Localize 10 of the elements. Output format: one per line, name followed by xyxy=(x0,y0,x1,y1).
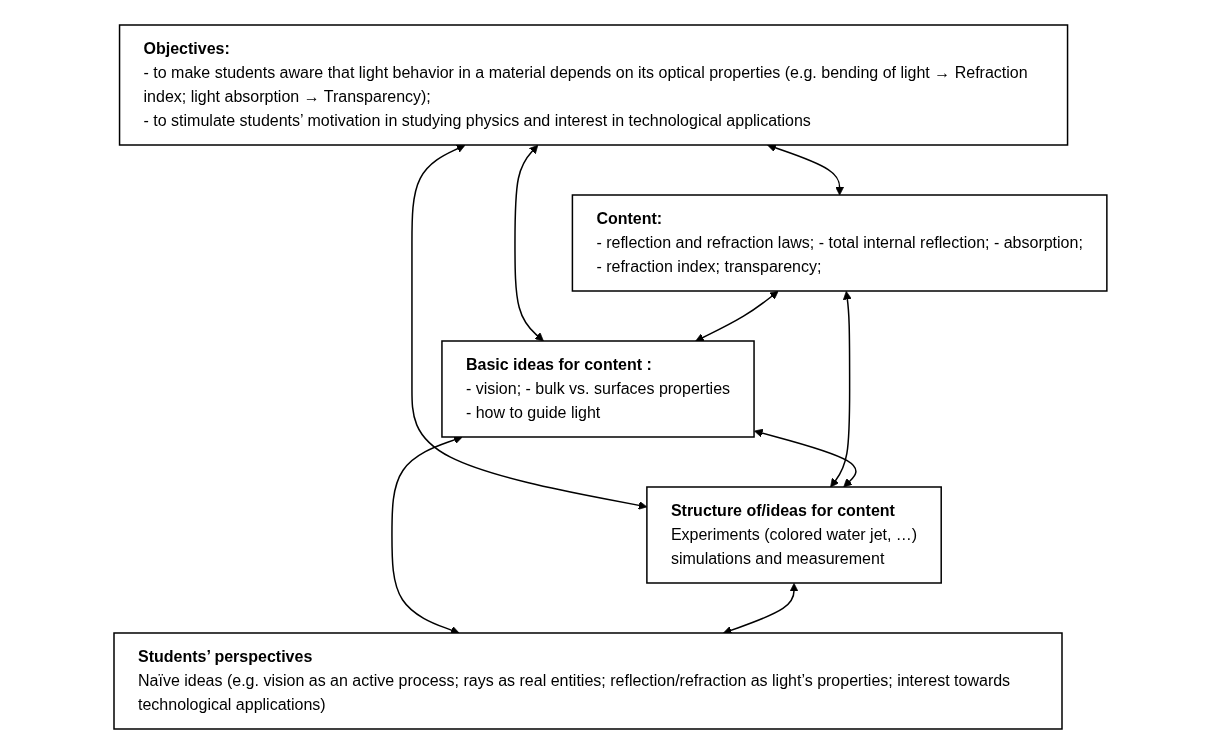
node-box: Students’ perspectives Naïve ideas (e.g. vision as an active process; rays as real entities; reflection/refraction as light’s properties; interest towards technological applications) xyxy=(113,632,1063,730)
arrow xyxy=(514,144,544,342)
arrow xyxy=(723,583,799,635)
node-box: Basic ideas for content : - vision; - bulk vs. surfaces properties - how to guide light xyxy=(441,340,755,438)
arrow xyxy=(754,428,857,488)
arrow xyxy=(830,291,852,488)
arrow xyxy=(695,290,779,342)
node-box: Structure of/ideas for content Experiments (colored water jet, …) simulations and measurement xyxy=(646,486,942,584)
node-box: Content: - reflection and refraction laws; - total internal reflection; - absorption; - refraction index; transparency; xyxy=(571,194,1108,292)
node-box: Objectives: - to make students aware that light behavior in a material depends on its optical properties (e.g. bending of light → Refraction index; light absorption → Transparency); - to stimulate students’ motivation in studying physics and interest in technological applications xyxy=(118,24,1069,146)
